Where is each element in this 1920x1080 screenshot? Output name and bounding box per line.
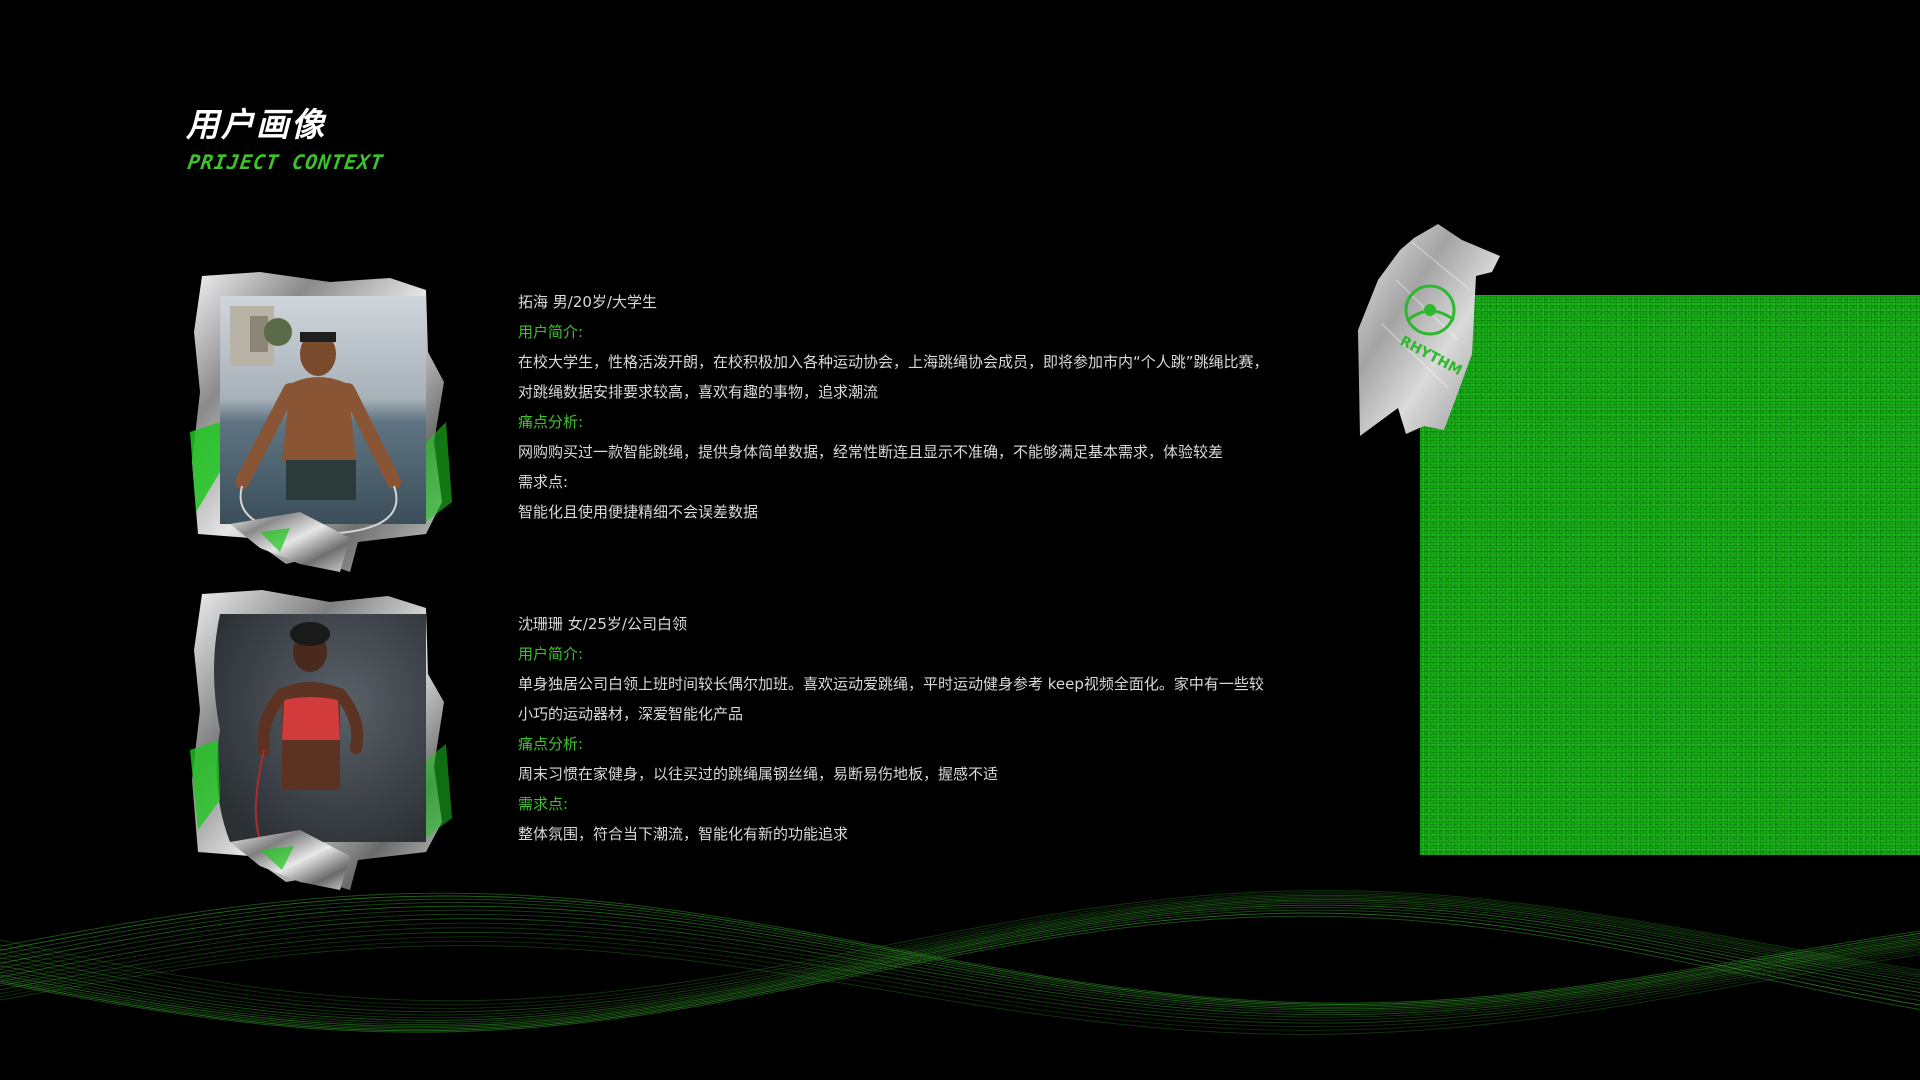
- page-subtitle: PRIJECT CONTEXT: [186, 150, 386, 174]
- wave-line: [0, 931, 1920, 1024]
- wave-line: [0, 945, 1920, 1035]
- tape-logo: RHYTHM: [1352, 220, 1512, 440]
- wave-line: [0, 891, 1920, 1006]
- wave-line: [0, 900, 1920, 1024]
- wave-line: [0, 902, 1920, 1008]
- persona-profile-1: 拓海 男/20岁/大学生 用户简介: 在校大学生，性格活泼开朗，在校积极加入各种…: [518, 287, 1338, 527]
- intro-label: 用户简介:: [518, 645, 584, 663]
- foil-photo-frame-icon: [190, 590, 452, 890]
- intro-text-line-2: 对跳绳数据安排要求较高，喜欢有趣的事物，追求潮流: [518, 383, 879, 401]
- green-texture-panel: [1420, 295, 1920, 855]
- pain-text: 周末习惯在家健身，以往买过的跳绳属钢丝绳，易断易伤地板，握感不适: [518, 765, 999, 783]
- persona-profile-2: 沈珊珊 女/25岁/公司白领 用户简介: 单身独居公司白领上班时间较长偶尔加班。…: [518, 609, 1338, 849]
- pain-label: 痛点分析:: [518, 413, 584, 431]
- wave-line: [0, 918, 1920, 1016]
- tape-logo-icon: RHYTHM: [1358, 224, 1500, 436]
- wave-line: [0, 902, 1920, 1026]
- wave-line: [0, 940, 1920, 1031]
- persona-name-line: 沈珊珊 女/25岁/公司白领: [518, 615, 687, 633]
- wave-line: [0, 896, 1920, 1016]
- wave-line: [0, 893, 1920, 1009]
- wave-line: [0, 905, 1920, 1010]
- intro-text-line-1: 单身独居公司白领上班时间较长偶尔加班。喜欢运动爱跳绳，平时运动健身参考 keep…: [518, 675, 1264, 693]
- intro-label: 用户简介:: [518, 323, 584, 341]
- wave-line: [0, 895, 1920, 1005]
- wave-lines: [0, 890, 1920, 1035]
- wave-line: [0, 913, 1920, 1013]
- need-label: 需求点:: [518, 795, 569, 813]
- wave-line: [0, 899, 1920, 1021]
- wave-line: [0, 912, 1920, 1032]
- foil-photo-frame-icon: [190, 272, 452, 572]
- wave-line: [0, 892, 1920, 1004]
- need-text: 智能化且使用便捷精细不会误差数据: [518, 503, 759, 521]
- wave-line: [0, 915, 1920, 1033]
- wave-line: [0, 909, 1920, 1012]
- page-title: 用户画像: [186, 105, 326, 144]
- wave-line: [0, 898, 1920, 1007]
- intro-text-line-2: 小巧的运动器材，深爱智能化产品: [518, 705, 744, 723]
- need-text: 整体氛围，符合当下潮流，智能化有新的功能追求: [518, 825, 849, 843]
- wave-line: [0, 927, 1920, 1021]
- wave-line: [0, 922, 1920, 1018]
- pain-text: 网购购买过一款智能跳绳，提供身体简单数据，经常性断连且显示不准确，不能够满足基本…: [518, 443, 1224, 461]
- need-label: 需求点:: [518, 473, 569, 491]
- persona-photo-2: [190, 590, 460, 920]
- wave-line: [0, 909, 1920, 1030]
- intro-text-line-1: 在校大学生，性格活泼开朗，在校积极加入各种运动协会，上海跳绳协会成员，即将参加市…: [518, 353, 1269, 371]
- decorative-waves: [0, 870, 1920, 1080]
- wave-line: [0, 907, 1920, 1029]
- pain-label: 痛点分析:: [518, 735, 584, 753]
- wave-line: [0, 936, 1920, 1028]
- persona-name-line: 拓海 男/20岁/大学生: [518, 293, 657, 311]
- persona-photo-1: [190, 272, 460, 602]
- wave-line: [0, 894, 1920, 1013]
- wave-line: [0, 904, 1920, 1027]
- wave-line: [0, 890, 1920, 1002]
- wave-line: [0, 897, 1920, 1019]
